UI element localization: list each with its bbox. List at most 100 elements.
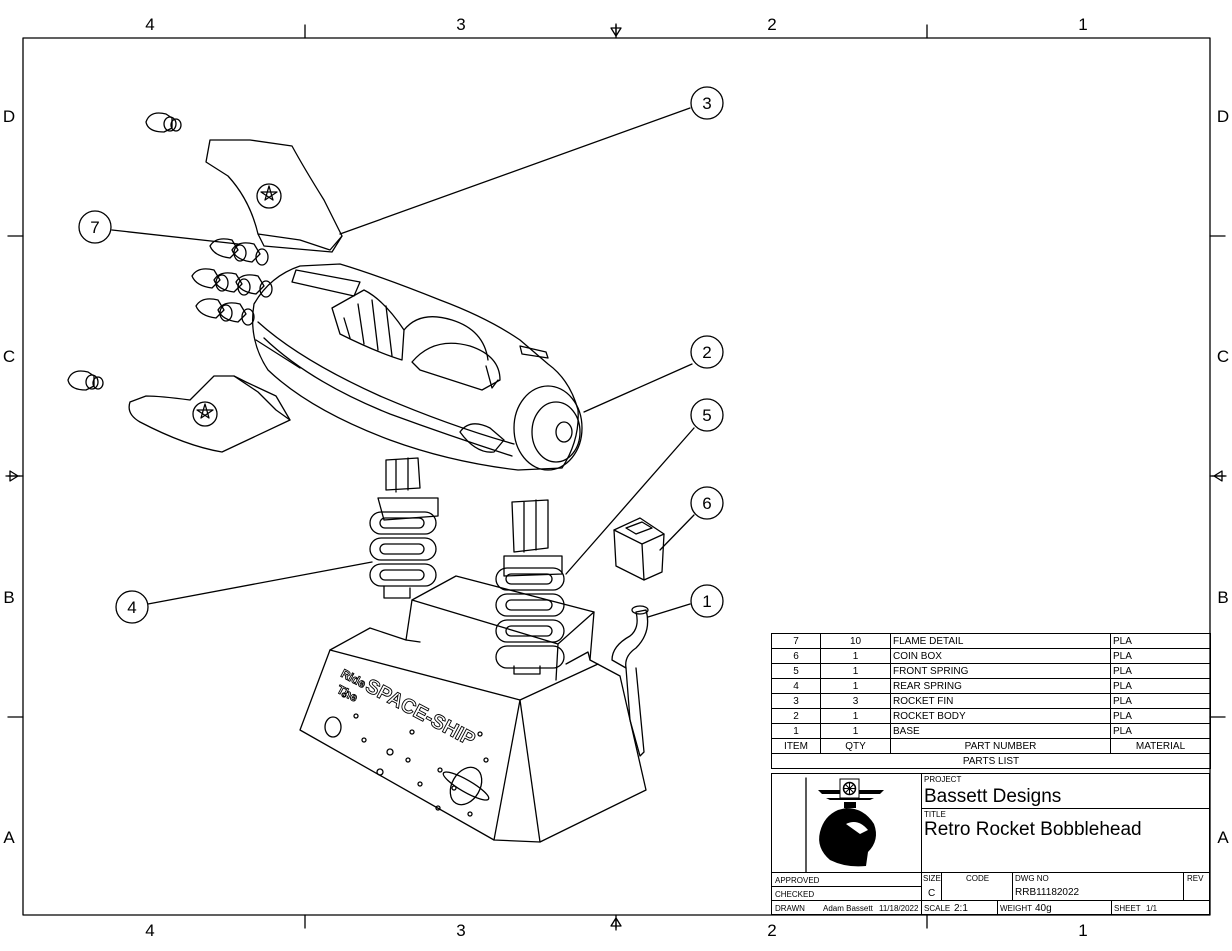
title-cell	[921, 808, 1210, 873]
material-cell: PLA	[1110, 678, 1211, 694]
zone-row-label: C	[1216, 347, 1230, 366]
material-cell: PLA	[1110, 648, 1211, 664]
table-row: 4 1 REAR SPRING PLA	[771, 678, 1211, 694]
title-label: TITLE	[924, 810, 946, 819]
dwg-no-label: DWG NO	[1015, 874, 1049, 883]
zone-row-label: B	[3, 588, 15, 607]
base-part	[299, 575, 649, 843]
item-cell: 4	[771, 678, 821, 694]
size-value: C	[928, 888, 936, 899]
part-number-cell: ROCKET BODY	[890, 708, 1111, 724]
part-number-cell: COIN BOX	[890, 648, 1111, 664]
part-number-cell: REAR SPRING	[890, 678, 1111, 694]
balloon-number: 6	[702, 494, 712, 513]
approved-label: APPROVED	[775, 876, 820, 885]
base-engraving: Ride The SPACE-SHIP	[334, 666, 479, 752]
scale-value: 2:1	[954, 903, 968, 914]
table-row: 3 3 ROCKET FIN PLA	[771, 693, 1211, 709]
zone-row-label: B	[1217, 588, 1229, 607]
rev-label: REV	[1187, 874, 1204, 883]
table-row: 5 1 FRONT SPRING PLA	[771, 663, 1211, 679]
header-qty: QTY	[820, 738, 891, 754]
material-cell: PLA	[1110, 633, 1211, 649]
rocket-fin-parts	[128, 139, 343, 453]
zone-row-label: A	[3, 828, 15, 847]
rear-spring-part	[369, 457, 439, 599]
balloon-number: 2	[702, 343, 712, 362]
qty-cell: 1	[820, 723, 891, 739]
part-number-cell: ROCKET FIN	[890, 693, 1111, 709]
center-mark-bottom	[610, 917, 622, 931]
weight-label: WEIGHT	[1000, 904, 1032, 913]
qty-cell: 1	[820, 678, 891, 694]
center-mark-top	[610, 23, 622, 37]
checked-label: CHECKED	[775, 890, 815, 899]
part-number-cell: BASE	[890, 723, 1111, 739]
parts-list-header-row: ITEM QTY PART NUMBER MATERIAL	[771, 738, 1211, 754]
zone-col-label: 4	[145, 921, 155, 940]
material-cell: PLA	[1110, 663, 1211, 679]
item-cell: 3	[771, 693, 821, 709]
header-part-number: PART NUMBER	[890, 738, 1111, 754]
qty-cell: 10	[820, 633, 891, 649]
parts-list-table: 7 10 FLAME DETAIL PLA 6 1 COIN BOX PLA 5…	[771, 633, 1211, 769]
rocket-body-part	[251, 263, 583, 471]
qty-cell: 3	[820, 693, 891, 709]
table-row: 6 1 COIN BOX PLA	[771, 648, 1211, 664]
qty-cell: 1	[820, 663, 891, 679]
parts-list-title: PARTS LIST	[771, 753, 1211, 769]
qty-cell: 1	[820, 708, 891, 724]
drawn-label: DRAWN	[775, 904, 805, 913]
zone-col-label: 2	[767, 15, 777, 34]
balloon-number: 4	[127, 598, 137, 617]
drawn-date-value: 11/18/2022	[879, 904, 919, 913]
item-cell: 5	[771, 663, 821, 679]
zone-col-label: 3	[456, 15, 466, 34]
zone-col-label: 2	[767, 921, 777, 940]
table-row: 1 1 BASE PLA	[771, 723, 1211, 739]
center-mark-left	[5, 470, 21, 482]
code-label: CODE	[966, 874, 990, 883]
balloon-circles	[78, 86, 724, 624]
item-cell: 7	[771, 633, 821, 649]
balloon-number: 3	[702, 94, 712, 113]
zone-col-label: 3	[456, 921, 466, 940]
title-value: Retro Rocket Bobblehead	[924, 819, 1142, 840]
item-cell: 1	[771, 723, 821, 739]
zone-col-label: 1	[1078, 921, 1088, 940]
zone-row-label: C	[2, 347, 16, 366]
part-number-cell: FLAME DETAIL	[890, 633, 1111, 649]
leader-lines	[111, 107, 695, 618]
front-spring-part	[495, 499, 565, 675]
engraving-line3: SPACE-SHIP	[362, 675, 479, 751]
weight-value: 40g	[1035, 903, 1052, 914]
title-block: PROJECT Bassett Designs TITLE Retro Rock…	[771, 773, 1210, 915]
sheet-value: 1/1	[1146, 904, 1158, 913]
material-cell: PLA	[1110, 723, 1211, 739]
qty-cell: 1	[820, 648, 891, 664]
zone-row-label: D	[2, 107, 16, 126]
scale-label: SCALE	[924, 904, 951, 913]
company-logo	[818, 778, 884, 867]
center-mark-right	[1211, 470, 1227, 482]
size-label: SIZE	[923, 874, 941, 883]
zone-col-label: 1	[1078, 15, 1088, 34]
drawn-by-value: Adam Bassett	[823, 904, 873, 913]
coin-box-part	[613, 517, 665, 581]
table-row: 2 1 ROCKET BODY PLA	[771, 708, 1211, 724]
balloon-number: 1	[702, 592, 712, 611]
item-cell: 6	[771, 648, 821, 664]
zone-row-label: A	[1217, 828, 1229, 847]
project-value: Bassett Designs	[924, 786, 1062, 807]
balloon-number: 5	[702, 406, 712, 425]
balloon-number: 7	[90, 218, 100, 237]
sheet-cell	[1111, 900, 1210, 915]
zone-col-label: 4	[145, 15, 155, 34]
header-material: MATERIAL	[1110, 738, 1211, 754]
header-item: ITEM	[771, 738, 821, 754]
sheet-label: SHEET	[1114, 904, 1141, 913]
item-cell: 2	[771, 708, 821, 724]
parts-list-title-row: PARTS LIST	[771, 753, 1211, 769]
